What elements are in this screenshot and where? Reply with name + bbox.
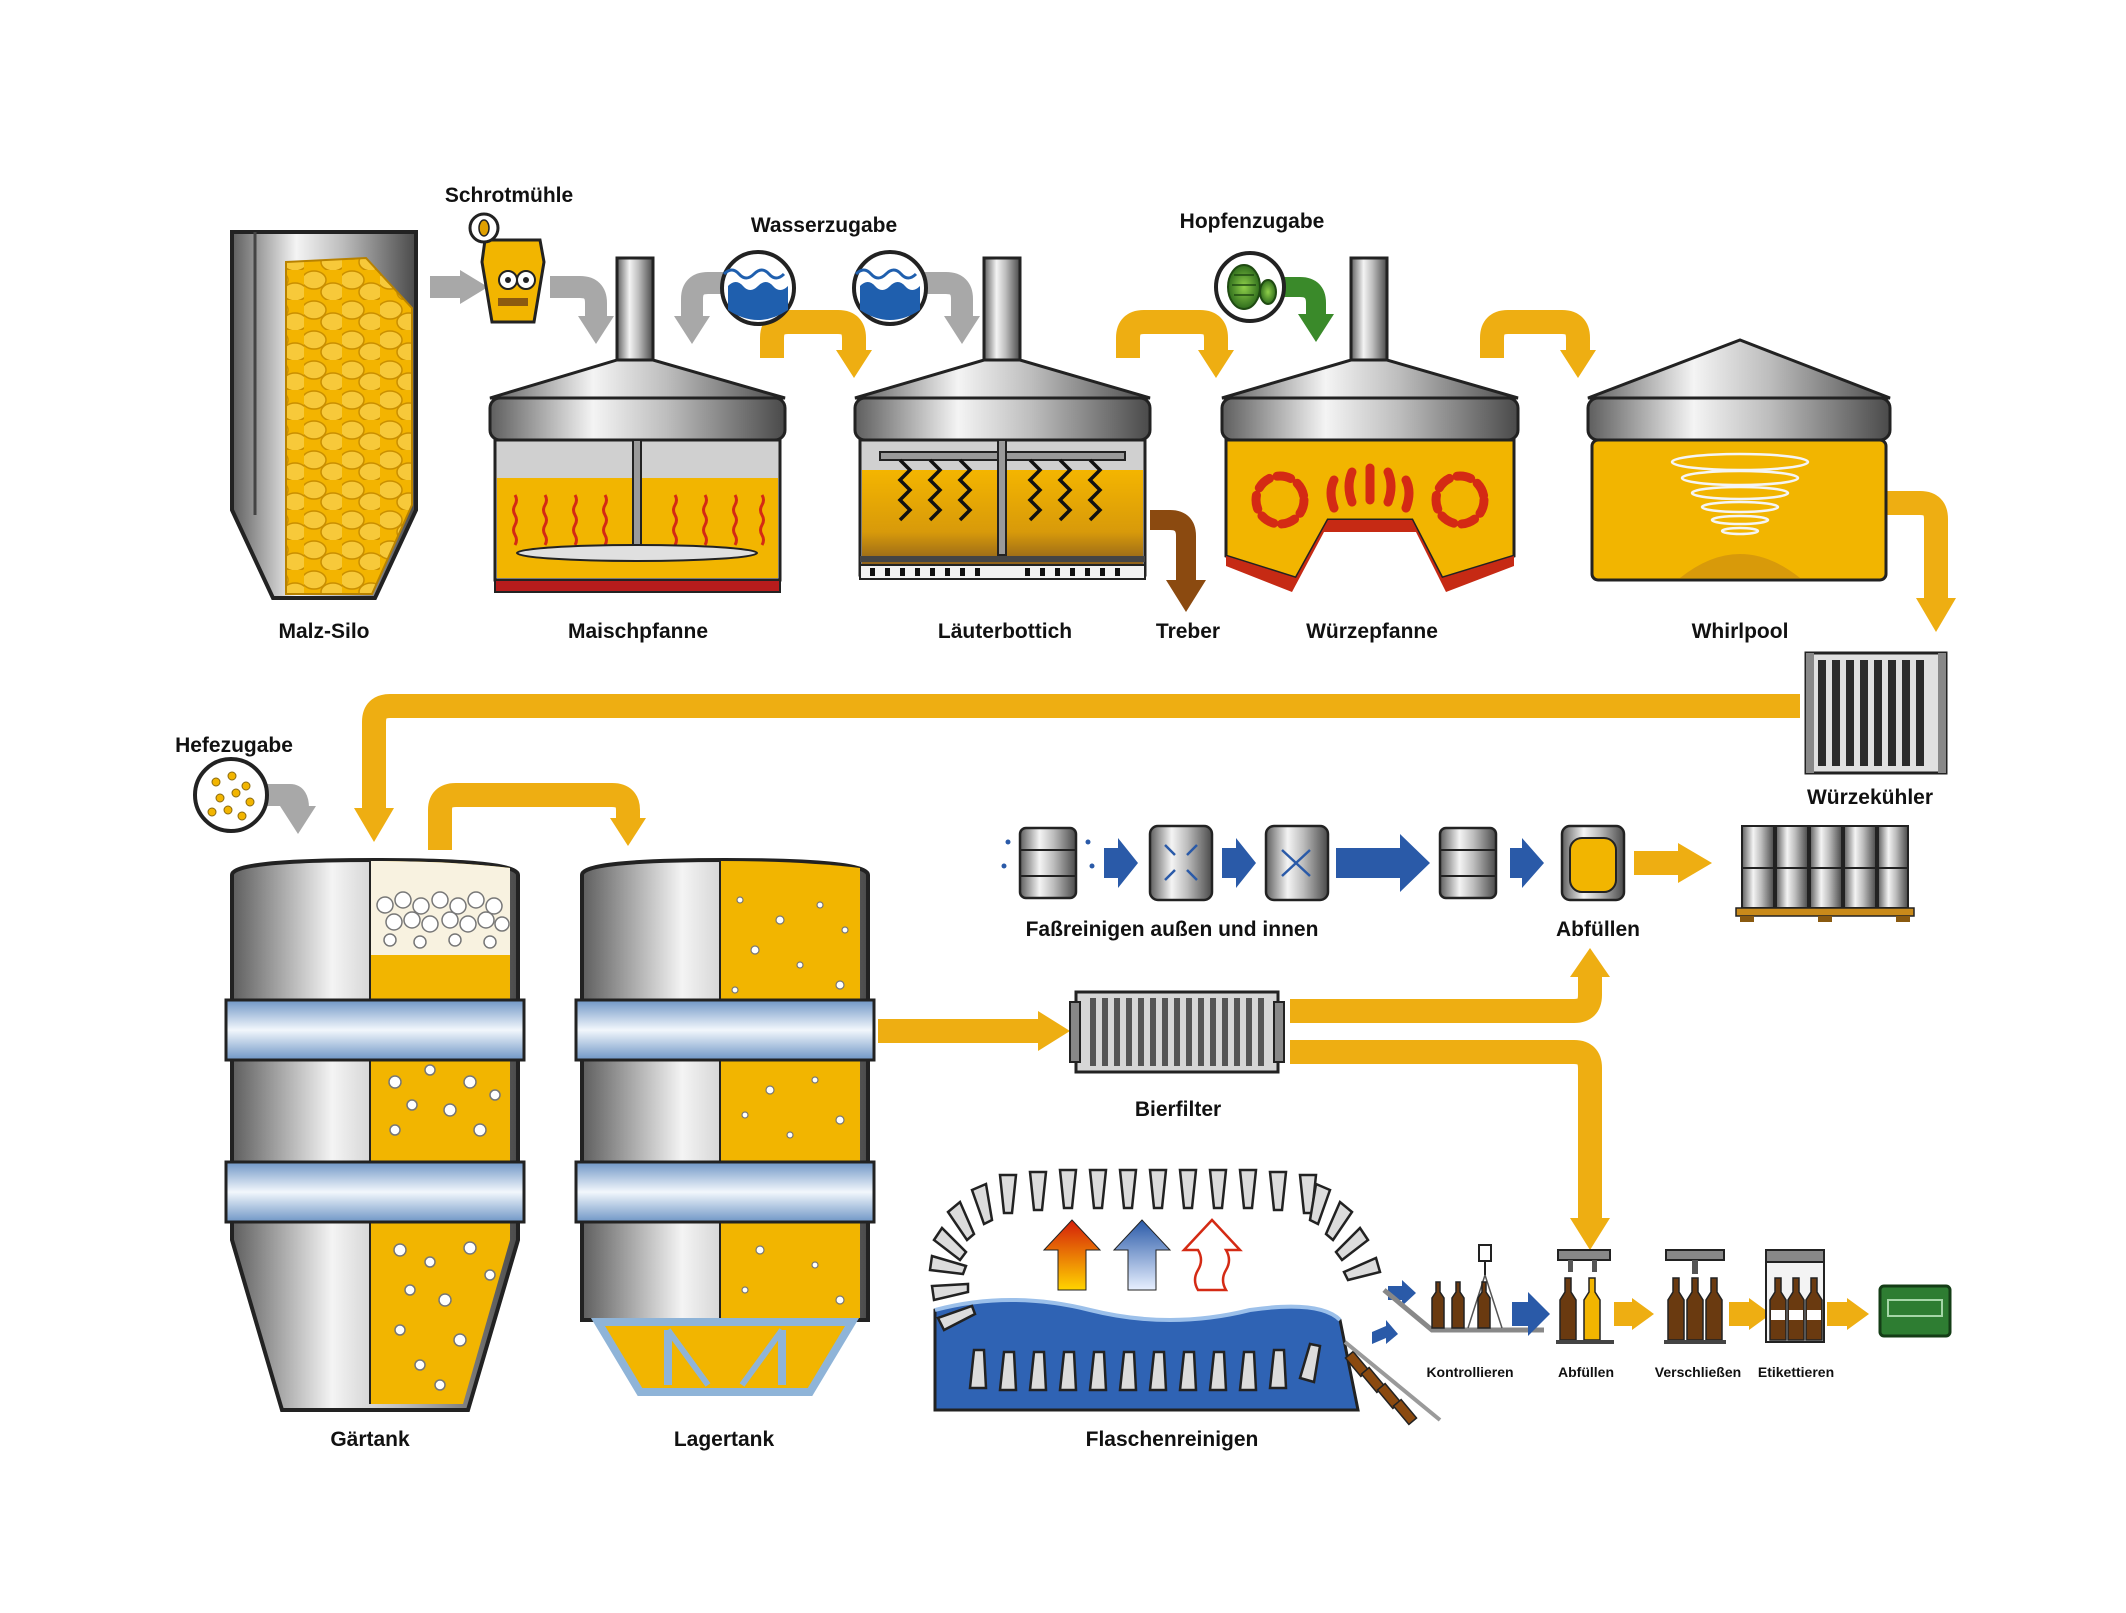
hop-flow-arrow	[1276, 277, 1326, 316]
label-malz-silo: Malz-Silo	[278, 620, 370, 643]
flow-pipes-gray	[258, 272, 973, 809]
flow-pipes-yellow	[362, 310, 1948, 1326]
label-wuerzepfanne: Würzepfanne	[1306, 620, 1438, 643]
label-whirlpool: Whirlpool	[1691, 620, 1789, 643]
heat-arrow-icon	[1042, 1219, 1102, 1291]
treber-flow-arrow	[1150, 510, 1196, 582]
hop-icon	[1214, 251, 1286, 323]
label-wuerzekuehler: Würzekühler	[1806, 786, 1934, 809]
wuerzekuehler-cooler	[1804, 651, 1948, 775]
malz-silo	[230, 230, 418, 600]
filling-station	[1556, 1249, 1614, 1344]
treber-arrowhead	[1166, 580, 1206, 612]
bierfilter	[1069, 990, 1285, 1074]
label-flaschenreinigen: Flaschenreinigen	[1085, 1428, 1259, 1451]
label-lagertank: Lagertank	[673, 1428, 775, 1451]
keg-filled	[1560, 824, 1626, 902]
label-schrotmuehle: Schrotmühle	[444, 184, 574, 207]
label-etikettieren: Etikettieren	[1757, 1364, 1835, 1380]
beer-crate-icon	[1878, 1284, 1952, 1338]
label-abfuellen-flasche: Abfüllen	[1558, 1364, 1614, 1380]
maischpfanne-vessel	[488, 256, 787, 593]
keg-cleaning-row	[1001, 824, 1915, 922]
bottle-line	[1382, 1244, 1952, 1344]
inspection-station	[1431, 1244, 1503, 1329]
wuerzepfanne-vessel	[1220, 256, 1520, 592]
hop-arrowhead	[1298, 314, 1334, 342]
label-fassreinigen: Faßreinigen außen und innen	[1025, 918, 1319, 941]
steam-arrow-icon	[1181, 1218, 1243, 1292]
keg	[1438, 826, 1498, 900]
flaschenreinigen-machine	[928, 1168, 1442, 1426]
label-gaertank: Gärtank	[330, 1428, 410, 1451]
label-laeuterbottich: Läuterbottich	[937, 620, 1073, 643]
label-wasserzugabe: Wasserzugabe	[750, 214, 898, 237]
yeast-icon	[193, 757, 269, 833]
water-icon	[720, 250, 796, 326]
flow-arrowheads-yellow	[354, 350, 1956, 1330]
label-verschliessen: Verschließen	[1654, 1364, 1742, 1380]
whirlpool-vessel	[1586, 338, 1892, 582]
gaertank-vessel	[224, 857, 526, 1412]
keg	[1001, 826, 1095, 900]
label-bierfilter: Bierfilter	[1134, 1098, 1222, 1121]
label-kontrollieren: Kontrollieren	[1426, 1364, 1514, 1380]
schrotmuehle-mill	[468, 212, 546, 324]
keg	[1264, 824, 1330, 902]
water-icon	[852, 250, 928, 326]
labeling-station	[1765, 1249, 1825, 1343]
laeuterbottich-vessel	[853, 256, 1152, 580]
label-hefezugabe: Hefezugabe	[175, 734, 293, 757]
keg	[1148, 824, 1214, 902]
cooling-arrow-icon	[1112, 1219, 1172, 1291]
keg-pallet	[1735, 825, 1915, 922]
lagertank-vessel	[574, 857, 876, 1396]
label-treber: Treber	[1155, 620, 1221, 643]
label-maischpfanne: Maischpfanne	[567, 620, 709, 643]
label-abfuellen-fass: Abfüllen	[1556, 918, 1640, 941]
capping-station	[1664, 1249, 1726, 1344]
flow-arrowheads-gray	[280, 270, 980, 834]
label-hopfenzugabe: Hopfenzugabe	[1179, 210, 1325, 233]
